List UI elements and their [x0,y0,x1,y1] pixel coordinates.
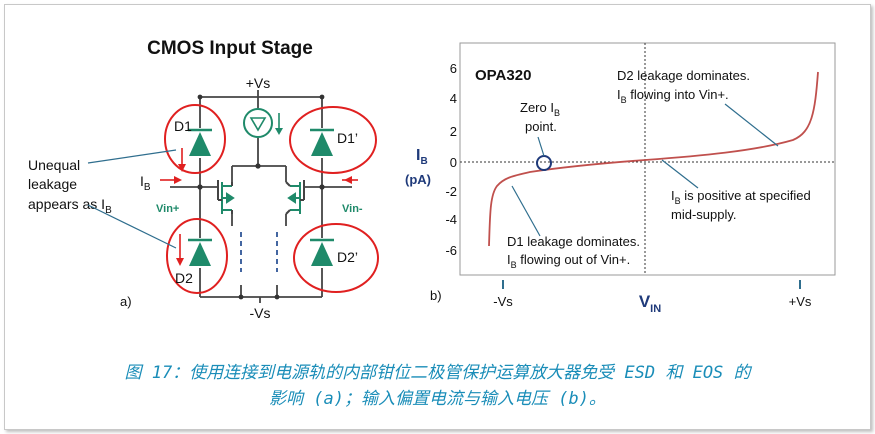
mid-annotation-line2: mid-supply. [671,207,737,222]
figure-caption-line2: 影响 (a)；输入偏置电流与输入电压 (b)。 [269,389,606,409]
zero-ib-annotation-line2: point. [525,119,557,134]
plot-leader-lines [511,103,779,237]
y-tick-m2: -2 [445,184,457,199]
y-tick-labels: 6 4 2 0 -2 -4 -6 [445,61,457,258]
zero-ib-annotation-line1: Zero IB [520,100,560,118]
figure-frame [4,4,871,430]
d1p-label: D1’ [337,130,358,146]
zero-ib-marker [536,155,552,171]
leakage-arrow-d1-icon [178,148,186,172]
y-axis-label: IB [416,147,428,167]
leakage-highlights [164,104,379,294]
current-source-icon [243,108,283,138]
annotation-leader-lines [87,149,177,249]
x-tick-plus-vs: +Vs [789,294,812,309]
diode-d1p-icon [310,128,334,156]
d1-annotation-line2: IB flowing out of Vin+. [507,252,630,270]
svg-text:leakage: leakage [28,176,77,192]
vin-minus-label: Vin- [342,203,363,215]
d1-label: D1 [174,118,192,134]
mid-annotation-line1: IB is positive at specified [671,188,811,206]
dashed-connections [240,232,278,272]
d2-annotation-line2: IB flowing into Vin+. [617,87,729,105]
d2p-label: D2’ [337,249,358,265]
panel-a-label: a) [120,294,132,309]
junction-dots [197,94,325,300]
input-transistor-right-icon [285,180,305,215]
y-tick-m4: -4 [445,212,457,227]
y-tick-4: 4 [450,91,457,106]
device-label: OPA320 [475,67,531,84]
y-tick-0: 0 [450,155,457,170]
ib-curve [488,71,819,247]
input-transistor-left-icon [217,180,235,214]
plus-vs-label: +Vs [246,75,271,91]
y-tick-2: 2 [450,124,457,139]
unequal-leakage-annotation: Unequal leakage appears as IB [28,157,112,216]
x-axis-label: VIN [639,292,661,315]
y-tick-6: 6 [450,61,457,76]
d2-annotation-line1: D2 leakage dominates. [617,68,750,83]
x-tick-minus-vs: -Vs [493,294,513,309]
diode-d2p-icon [310,238,334,266]
vin-minus-arrow-icon [342,176,358,184]
x-tick-marks [502,280,801,289]
panel-a-title: CMOS Input Stage [147,38,313,59]
svg-text:Unequal: Unequal [28,157,80,173]
vin-plus-label: Vin+ [156,203,179,215]
panel-b-label: b) [430,288,442,303]
y-tick-m6: -6 [445,243,457,258]
d1-annotation-line1: D1 leakage dominates. [507,234,640,249]
ib-input-label: IB [140,173,151,193]
figure-caption-line1: 图 17：使用连接到电源轨的内部钳位二极管保护运算放大器免受 ESD 和 EOS… [124,363,751,383]
y-axis-unit: (pA) [405,172,431,187]
ib-input-arrow-icon [160,176,182,184]
d2-label: D2 [175,270,193,286]
minus-vs-label: -Vs [250,305,271,321]
plot-area [459,42,836,276]
leakage-arrow-d2-icon [176,234,184,266]
svg-text:appears as IB: appears as IB [28,196,112,216]
diode-d1-icon [188,128,212,156]
diode-d2-icon [188,238,212,266]
